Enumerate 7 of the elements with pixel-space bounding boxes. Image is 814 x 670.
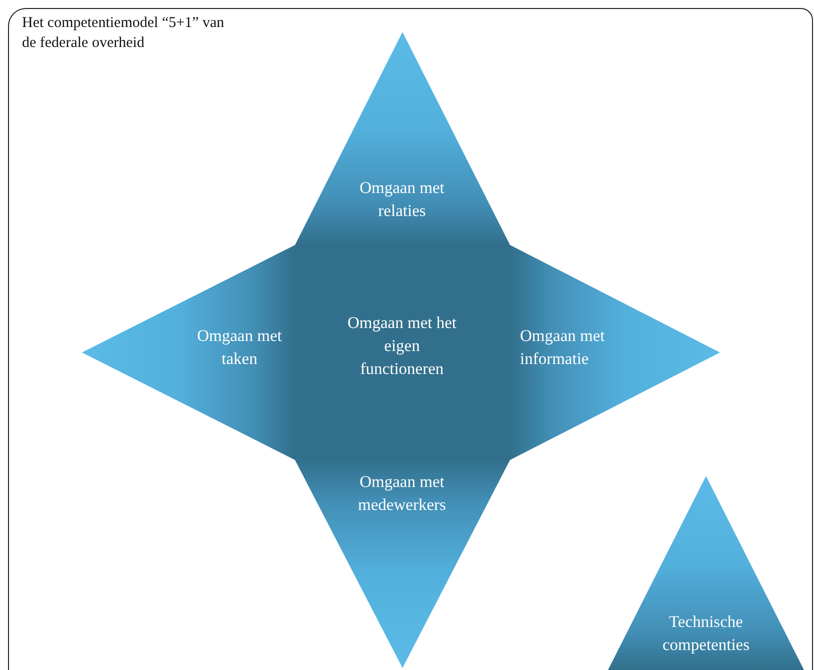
node-label: Omgaan met medewerkers (357, 471, 447, 516)
node-label: Omgaan met informatie (520, 325, 606, 370)
diagram-title: Het competentiemodel “5+1” van de federale overheid (22, 14, 226, 53)
node-label: Omgaan met taken (196, 325, 283, 370)
node-label: Technische competenties (661, 611, 751, 656)
node-label: Omgaan met relaties (358, 177, 446, 222)
node-label: Omgaan met het eigen functioneren (346, 312, 458, 380)
